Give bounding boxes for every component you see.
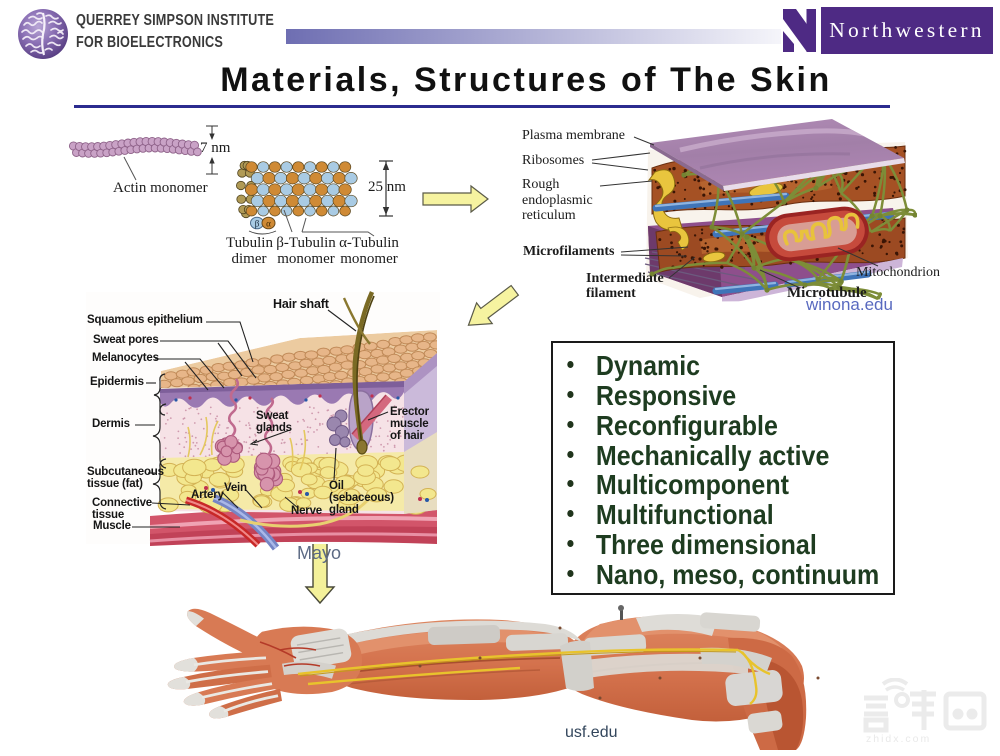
svg-text:β: β — [255, 219, 260, 229]
svg-text:zhidx.com: zhidx.com — [866, 733, 931, 745]
svg-text:α: α — [266, 219, 271, 229]
